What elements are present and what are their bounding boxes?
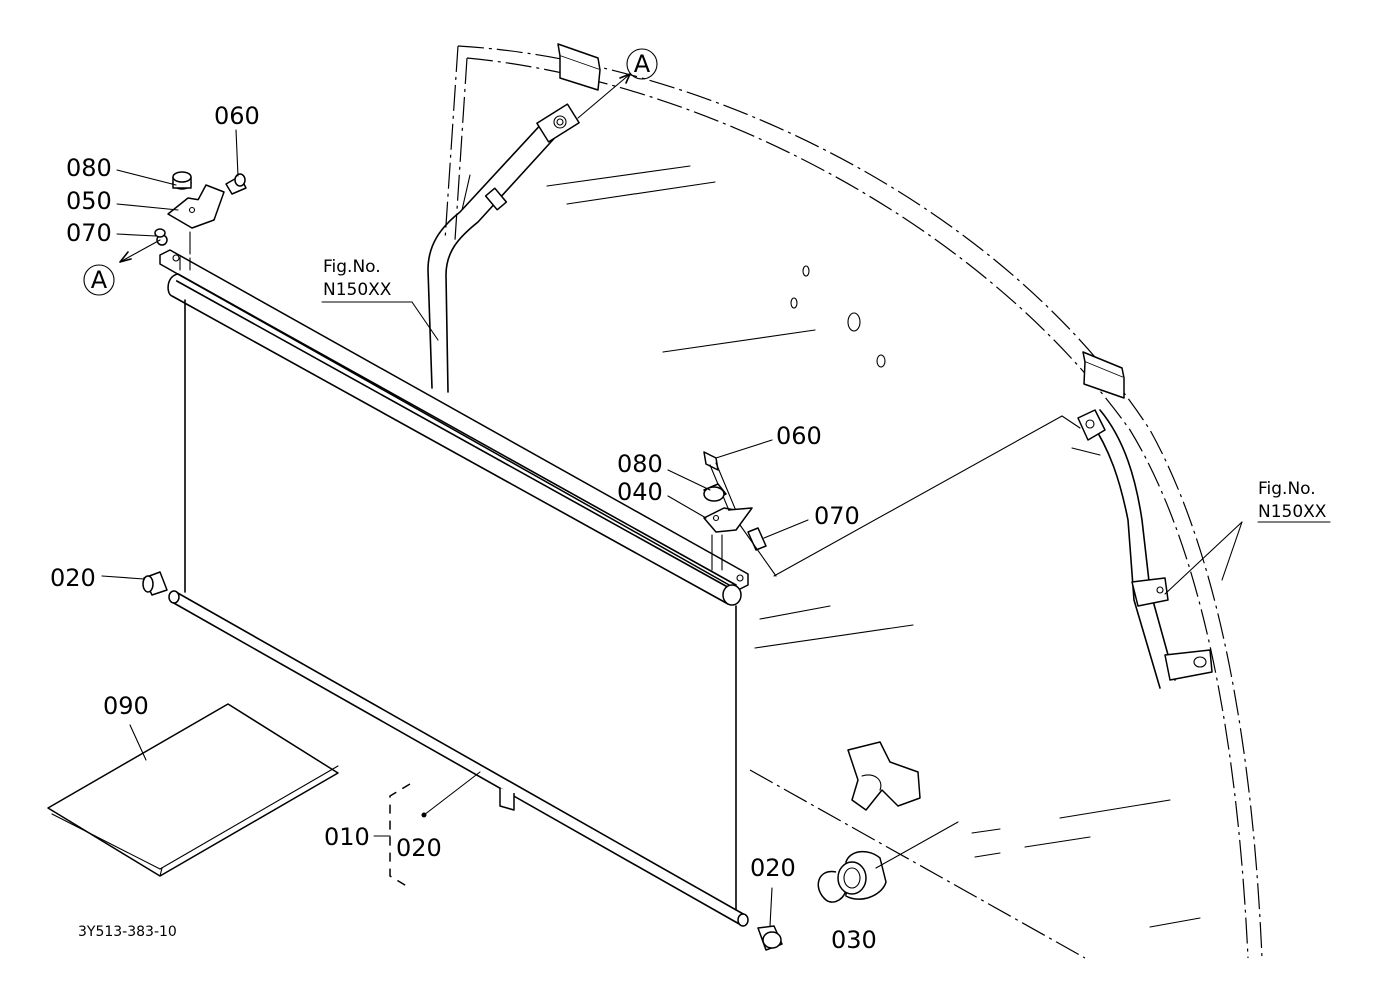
drawing-code: 3Y513-383-10 (78, 924, 177, 940)
label-080-right: 080 (617, 450, 663, 478)
callout-labels: 060 080 050 070 A A Fig.No. N150XX Fig.N… (50, 48, 1327, 954)
leader-lines (101, 73, 1331, 927)
label-010: 010 (324, 823, 370, 851)
cabin-frame (444, 43, 1263, 959)
label-080-left: 080 (66, 154, 112, 182)
label-070-right: 070 (814, 502, 860, 530)
left-grab-handle (427, 103, 580, 393)
label-020-bottom: 020 (750, 854, 796, 882)
label-060-right: 060 (776, 422, 822, 450)
reference-circle-a-left (83, 264, 115, 296)
label-a-top: A (634, 50, 651, 78)
left-bracket-hardware (154, 171, 247, 255)
fig-label-right-line1: Fig.No. (1258, 479, 1316, 499)
fig-label-right-line2: N150XX (1258, 502, 1327, 522)
label-a-left: A (91, 266, 108, 294)
right-bracket-hardware (703, 451, 767, 571)
right-grab-handle (1071, 409, 1213, 689)
label-020-left: 020 (50, 564, 96, 592)
reference-circle-a-top (626, 48, 658, 80)
label-030: 030 (831, 926, 877, 954)
label-040: 040 (617, 478, 663, 506)
sunvisor-assembly (142, 249, 783, 951)
label-090: 090 (103, 692, 149, 720)
label-070-left: 070 (66, 219, 112, 247)
fig-label-left-line2: N150XX (323, 280, 392, 300)
fig-label-left-line1: Fig.No. (323, 257, 381, 277)
label-020-group: 020 (396, 834, 442, 862)
hook-parts (817, 741, 921, 903)
label-060-left: 060 (214, 102, 260, 130)
manual-document (47, 703, 339, 877)
label-050: 050 (66, 187, 112, 215)
